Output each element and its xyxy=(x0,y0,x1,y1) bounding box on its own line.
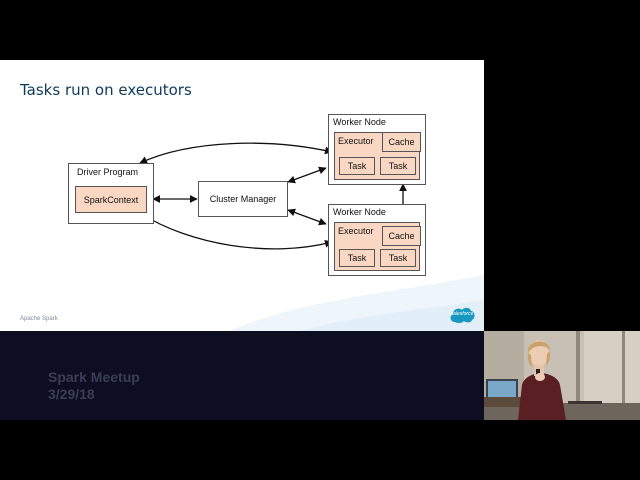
driver-program-title: Driver Program xyxy=(77,167,139,177)
task-1a-box: Task xyxy=(339,157,375,175)
speaker-scene xyxy=(484,331,640,420)
arrow-context-to-worker-2 xyxy=(139,212,333,250)
cache-1-label: Cache xyxy=(388,137,415,147)
presentation-slide: Tasks run on executors Driver Program Sp… xyxy=(0,60,484,331)
worker-node-2: Worker Node Executor Cache Task Task xyxy=(328,204,426,276)
background-swoosh xyxy=(230,275,484,331)
cache-2-box: Cache xyxy=(382,226,421,246)
arrow-cluster-manager-to-worker-2 xyxy=(287,208,327,226)
task-2b-label: Task xyxy=(388,253,408,263)
worker-node-1-title: Worker Node xyxy=(333,117,386,127)
executor-2-box: Executor Cache Task Task xyxy=(334,222,421,271)
logo-wordmark: salesforce xyxy=(450,311,474,317)
speaker-video xyxy=(484,331,640,420)
task-2a-label: Task xyxy=(347,253,367,263)
salesforce-logo: salesforce xyxy=(449,306,475,324)
slide-title: Tasks run on executors xyxy=(20,81,192,99)
cache-1-box: Cache xyxy=(382,132,421,152)
slide-footer: Apache Spark xyxy=(20,316,58,322)
caption-line-2: 3/29/18 xyxy=(48,386,95,402)
worker-node-2-title: Worker Node xyxy=(333,207,386,217)
task-1b-label: Task xyxy=(388,161,408,171)
executor-2-label: Executor xyxy=(338,226,374,236)
cluster-manager-box: Cluster Manager xyxy=(198,181,288,217)
arrow-cluster-manager-to-worker-1 xyxy=(287,166,327,184)
task-2a-box: Task xyxy=(339,249,375,267)
arrow-driver-to-worker-1 xyxy=(139,142,333,164)
cluster-manager-label: Cluster Manager xyxy=(209,194,277,204)
worker-node-1: Worker Node Executor Cache Task Task xyxy=(328,114,426,185)
driver-program-box: Driver Program SparkContext xyxy=(68,163,154,224)
executor-1-label: Executor xyxy=(338,136,374,146)
task-1b-box: Task xyxy=(380,157,416,175)
executor-1-box: Executor Cache Task Task xyxy=(334,132,421,180)
task-1a-label: Task xyxy=(347,161,367,171)
task-2b-box: Task xyxy=(380,249,416,267)
caption-line-1: Spark Meetup xyxy=(48,369,140,385)
spark-context-label: SparkContext xyxy=(83,194,139,205)
event-caption: Spark Meetup 3/29/18 xyxy=(48,369,140,403)
spark-context-box: SparkContext xyxy=(75,186,147,213)
cache-2-label: Cache xyxy=(388,231,415,241)
